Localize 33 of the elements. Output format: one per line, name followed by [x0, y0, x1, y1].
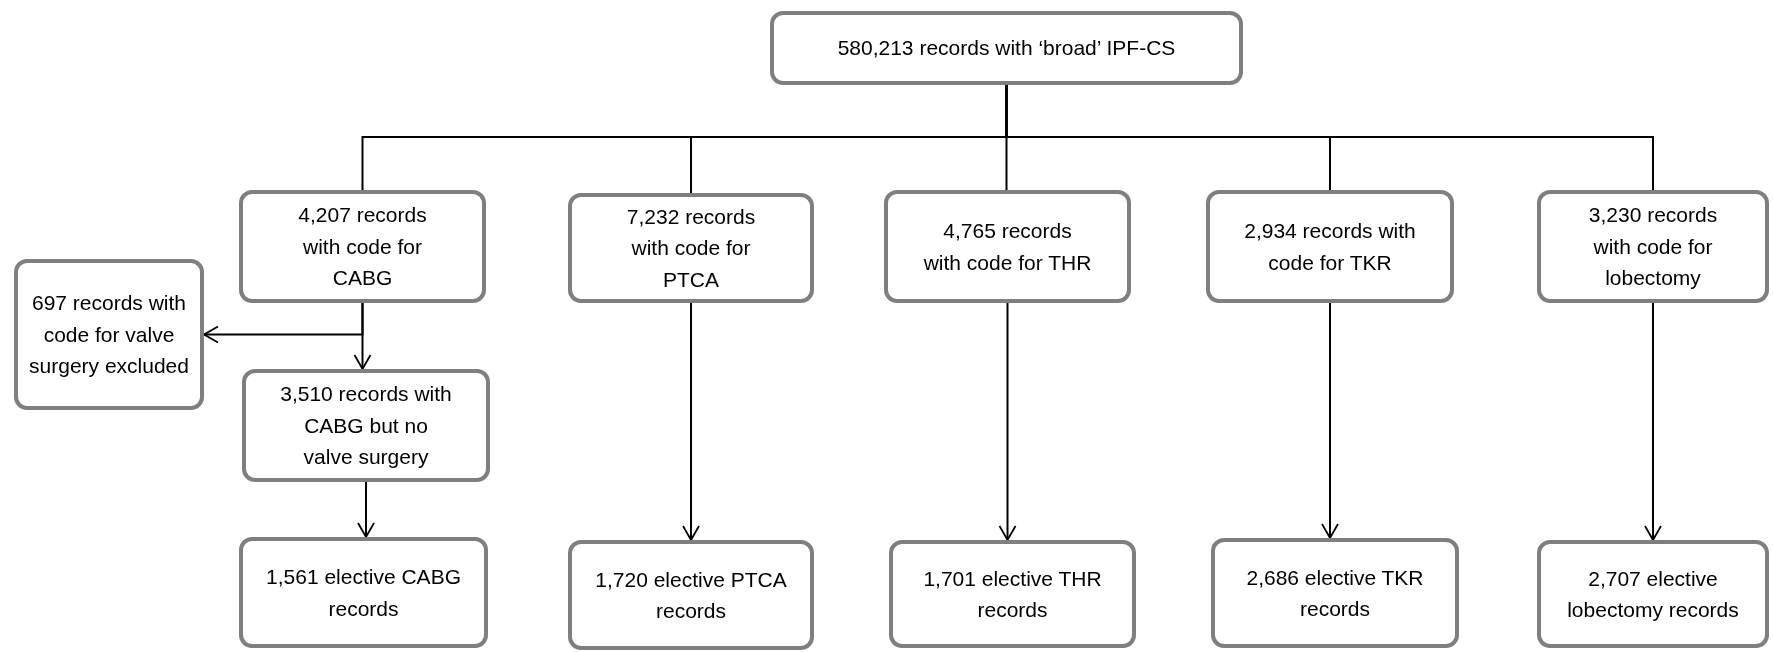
process-box — [1206, 190, 1454, 303]
box-text: 1,561 elective CABG records — [265, 564, 462, 622]
box-text: 3,230 records with code for lobectomy — [1587, 202, 1719, 292]
process-box — [1211, 538, 1459, 648]
box-text: 3,510 records with CABG but no valve surgery — [280, 381, 452, 471]
process-box — [884, 190, 1131, 303]
box-text: 2,686 elective TKR records — [1245, 564, 1425, 622]
box-text: 2,934 records with code for TKR — [1244, 218, 1416, 276]
arrow — [1644, 302, 1662, 541]
box-text: 4,207 records with code for CABG — [297, 202, 428, 292]
box-text: 1,701 elective THR records — [922, 565, 1103, 623]
arrow — [998, 302, 1017, 541]
process-box — [1537, 540, 1769, 648]
connector-line — [1005, 84, 1654, 191]
arrow — [357, 481, 375, 538]
process-box — [239, 190, 486, 303]
arrow — [353, 302, 372, 370]
process-box — [770, 11, 1243, 85]
box-text: 580,213 records with ‘broad’ IPF-CS — [837, 35, 1176, 62]
process-box — [14, 259, 204, 410]
box-text: 697 records with code for valve surgery excluded — [28, 290, 190, 380]
box-text: 4,765 records with code for THR — [922, 218, 1093, 276]
arrow — [682, 302, 700, 541]
process-box — [889, 540, 1136, 648]
process-box — [568, 193, 814, 303]
box-text: 7,232 records with code for PTCA — [625, 203, 757, 293]
process-box — [239, 537, 488, 648]
process-box — [1537, 190, 1769, 303]
process-box — [242, 369, 490, 482]
box-text: 2,707 elective lobectomy records — [1566, 565, 1740, 623]
arrow — [1321, 302, 1339, 539]
box-text: 1,720 elective PTCA records — [594, 566, 788, 624]
process-box — [568, 540, 814, 650]
